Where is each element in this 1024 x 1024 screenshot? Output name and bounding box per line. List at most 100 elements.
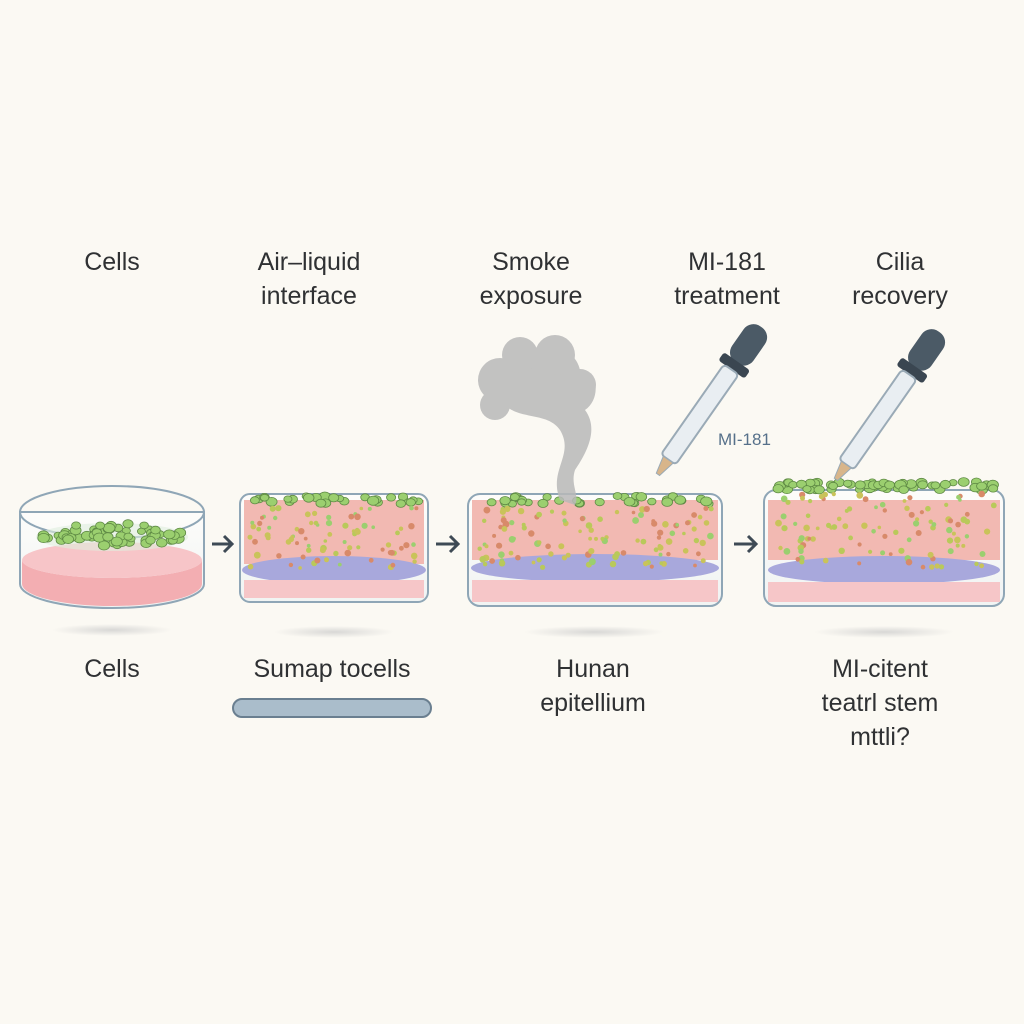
tissue-dot [620,550,627,556]
tissue-dot [659,561,664,566]
tissue-dot [304,511,311,518]
tissue-cells [247,491,424,571]
tissue-dot [561,555,568,561]
cell [283,495,293,503]
tissue-dot [960,516,968,523]
tissue-dot [264,532,271,539]
tissue-dot [928,519,933,524]
cell [700,496,713,507]
tissue-dot [298,566,302,570]
cell [647,497,657,506]
tissue-dot [492,533,497,538]
tissue-dot [253,551,261,559]
cell [395,499,406,508]
tissue-dot [359,506,364,511]
tissue-dot [403,542,410,549]
tissue-dot [247,563,254,570]
tissue-dot [588,536,592,541]
tissue-dot [800,495,805,501]
tissue-dot [699,539,706,547]
tissue-dot [919,510,925,515]
tissue-dot [956,494,961,500]
tissue-dot [657,544,664,551]
tissue-dot [326,514,332,521]
tissue-dot [367,506,372,511]
tissue-dot [549,509,555,514]
tissue-dot [927,551,934,558]
tissue-dot [868,549,873,554]
tissue-dot [778,545,783,551]
tissue-dot [408,523,415,530]
tissue-dot [312,510,318,516]
tissue-dot [348,513,355,520]
tissue-dot [482,518,487,523]
cell [517,498,526,506]
tissue-dot [342,522,349,529]
tissue-dot [479,556,487,563]
tissue-dot [257,520,263,527]
tissue-dot [319,547,326,554]
cell [155,538,168,548]
tissue-dot [675,523,679,527]
cell [635,492,648,502]
tissue-dot [682,548,689,554]
tissue-dot [342,540,347,544]
cell [537,498,549,508]
tissue-dot [861,522,868,529]
tissue-dot [810,536,816,542]
tissue-dot [589,558,596,566]
tissue-dot [857,561,862,566]
tissue-dot [288,562,294,568]
tissue-dot [780,495,788,503]
smoke-cloud [478,335,596,505]
cell [594,497,605,507]
tissue-dot [822,557,829,564]
tissue-dot [798,535,805,542]
tissue-dot [799,559,805,565]
cell [386,493,397,502]
tissue-dot [482,562,488,567]
step2-bottom-label: Sumap tocells [253,655,411,683]
dish-shadows [52,624,954,638]
tissue-dot [691,512,697,518]
tissue-dot [410,552,418,560]
cell [366,495,380,506]
tissue-dot [656,535,662,540]
tissue-dot [893,529,899,535]
tissue-dot [585,522,593,529]
tissue-dot [306,547,312,553]
tissue-dot [409,505,414,511]
tissue-dot [974,561,979,567]
tissue-dot [984,528,991,535]
tissue-dot [269,505,276,512]
cell [328,493,340,503]
tissue-dot [344,549,352,557]
cell [976,481,988,491]
tissue-dot [531,560,536,565]
tissue-dot [483,506,491,514]
tissue-dot [565,552,571,558]
tissue-dot [697,514,703,520]
tissue-dot [877,525,882,530]
tissue-dot [309,520,314,526]
cell [802,485,812,493]
tissue-dot [643,505,650,513]
tissue-dot [662,521,669,528]
tissue-dot [609,560,617,568]
tissue-dot [389,549,395,556]
tissue-dot [955,521,961,528]
tissue-dot [703,506,709,511]
tissue-dot [303,536,308,541]
cell [102,532,114,542]
tissue-dot [703,520,710,526]
step2-top-label: Air–liquid interface [257,248,361,310]
tissue-dot [327,532,333,537]
dropper-1 [655,324,768,477]
cell [122,519,134,529]
cell [37,533,50,544]
tissue-dot [252,538,258,545]
tissue-dot [803,524,810,532]
cell [405,498,416,507]
dish-3 [467,492,723,607]
cell [110,536,123,547]
